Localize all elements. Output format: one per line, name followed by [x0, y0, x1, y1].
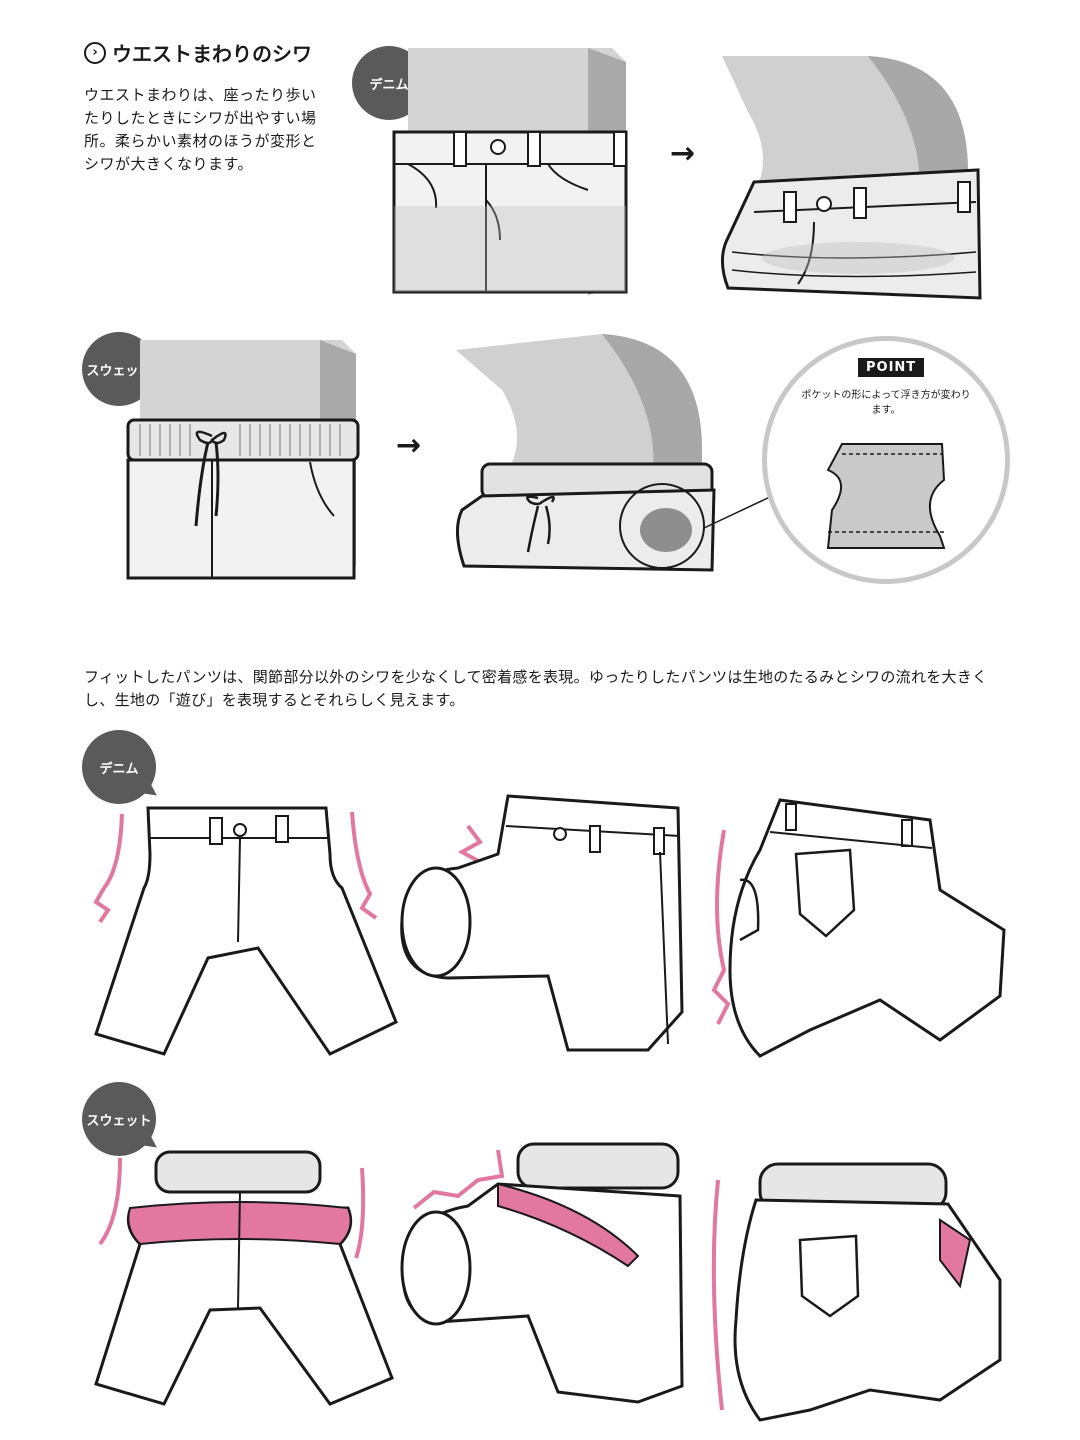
- pocket-detail-illustration: [826, 443, 946, 549]
- denim-waist-standing-illustration: [392, 48, 628, 295]
- badge-sweat-bottom: スウェット: [82, 1082, 156, 1156]
- sweat-pants-side-illustration: [400, 1142, 684, 1404]
- point-label: POINT: [858, 358, 925, 377]
- sweat-pants-back-illustration: [711, 1162, 1002, 1422]
- badge-denim-bottom: デニム: [82, 730, 156, 804]
- section-title-text: ウエストまわりのシワ: [112, 42, 312, 66]
- sweat-waist-standing-illustration: [126, 340, 360, 580]
- intro-text: ウエストまわりは、座ったり歩いたりしたときにシワが出やすい場所。柔らかい素材のほ…: [84, 86, 317, 173]
- denim-pants-side-illustration: [400, 794, 684, 1052]
- point-text: ポケットの形によって浮き方が変わります。: [801, 390, 971, 416]
- arrow-right-icon: →: [670, 136, 696, 171]
- description-paragraph: フィットしたパンツは、関節部分以外のシワを少なくして密着感を表現。ゆったりしたパ…: [84, 668, 988, 709]
- denim-waist-sitting-illustration: [721, 56, 982, 300]
- chevron-right-circle-icon: ›: [84, 41, 106, 64]
- sweat-pants-front-illustration: [94, 1150, 394, 1406]
- arrow-right-icon: →: [396, 428, 422, 463]
- sweat-waist-sitting-illustration: [456, 334, 773, 572]
- section-title: › ウエストまわりのシワ: [84, 38, 312, 67]
- denim-pants-front-illustration: [93, 806, 398, 1056]
- denim-pants-back-illustration: [711, 798, 1006, 1058]
